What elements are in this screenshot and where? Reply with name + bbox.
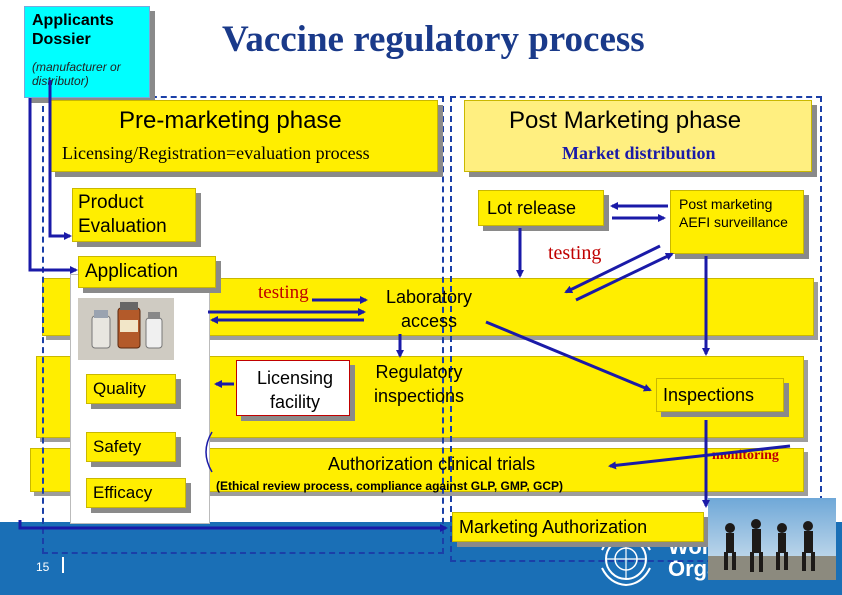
post-marketing-title: Post Marketing phase bbox=[509, 107, 742, 134]
vaccine-vials-image bbox=[78, 298, 174, 360]
licensing-facility-label: Licensing facility bbox=[256, 368, 334, 412]
marketing-authorization-box: Marketing Authorization bbox=[452, 512, 704, 542]
product-evaluation-label: Product Evaluation bbox=[78, 192, 167, 237]
post-marketing-subtitle: Market distribution bbox=[562, 143, 716, 163]
inspections-box: Inspections bbox=[656, 378, 784, 412]
quality-box: Quality bbox=[86, 374, 176, 404]
page-number: 15 bbox=[36, 560, 50, 574]
page-title: Vaccine regulatory process bbox=[222, 19, 645, 60]
licensing-facility-box: Licensing facility bbox=[236, 360, 350, 416]
monitoring-label: monitoring bbox=[712, 448, 779, 463]
children-photo bbox=[708, 498, 836, 580]
application-label: Application bbox=[85, 261, 178, 282]
ethical-review-label: (Ethical review process, compliance agai… bbox=[216, 479, 564, 493]
testing-label-left: testing bbox=[258, 282, 309, 303]
efficacy-label: Efficacy bbox=[93, 483, 153, 502]
applicants-dossier-subtitle: (manufacturer or distributor) bbox=[32, 60, 121, 88]
authorization-clinical-trials-label: Authorization clinical trials bbox=[328, 454, 536, 474]
product-evaluation-box: Product Evaluation bbox=[72, 188, 196, 242]
post-marketing-header: Post Marketing phase Market distribution bbox=[464, 100, 812, 172]
testing-label-right: testing bbox=[548, 242, 602, 264]
application-box: Application bbox=[78, 256, 216, 288]
post-marketing-aefi-label: Post marketing AEFI surveillance bbox=[679, 196, 788, 230]
page-number-divider bbox=[62, 557, 64, 573]
regulatory-inspections-label: Regulatory inspections bbox=[373, 362, 465, 406]
pre-marketing-subtitle: Licensing/Registration=evaluation proces… bbox=[62, 143, 370, 163]
pre-marketing-dashed-outline bbox=[42, 96, 444, 554]
lot-release-label: Lot release bbox=[487, 198, 577, 218]
efficacy-box: Efficacy bbox=[86, 478, 186, 508]
post-marketing-dashed-outline bbox=[450, 96, 822, 562]
pre-marketing-header: Pre-marketing phase Licensing/Registrati… bbox=[50, 100, 438, 172]
quality-label: Quality bbox=[93, 379, 146, 398]
safety-label: Safety bbox=[93, 437, 142, 456]
laboratory-access-label: Laboratory access bbox=[385, 287, 473, 331]
pre-marketing-title: Pre-marketing phase bbox=[119, 107, 342, 134]
applicants-dossier-title: Applicants Dossier bbox=[32, 12, 114, 48]
post-marketing-aefi-box: Post marketing AEFI surveillance bbox=[670, 190, 804, 254]
applicants-dossier-box: Applicants Dossier (manufacturer or dist… bbox=[24, 6, 150, 98]
inspections-label: Inspections bbox=[663, 385, 755, 405]
lot-release-box: Lot release bbox=[478, 190, 604, 226]
safety-box: Safety bbox=[86, 432, 176, 462]
marketing-authorization-label: Marketing Authorization bbox=[459, 517, 648, 537]
